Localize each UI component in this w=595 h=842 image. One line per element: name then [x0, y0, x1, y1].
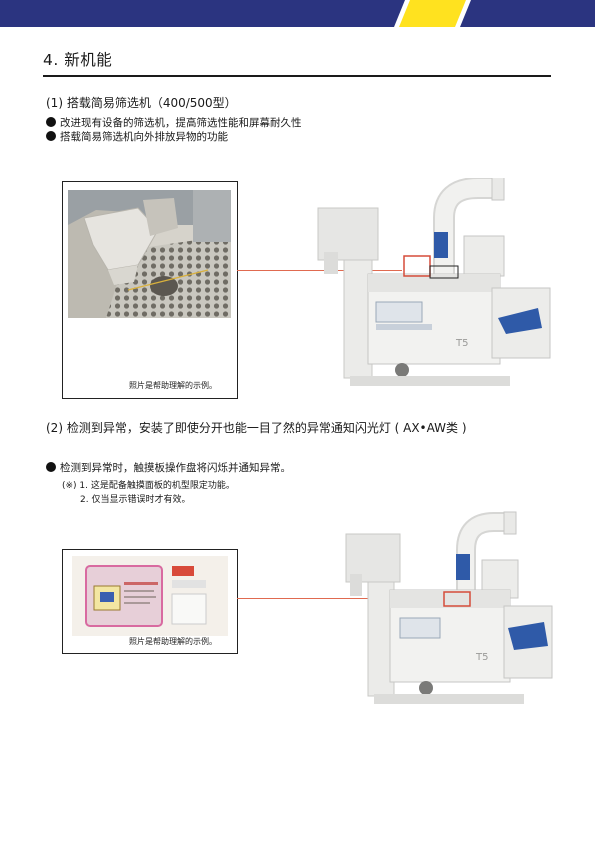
feature2-heading: (2) 检测到异常，安装了即使分开也能一目了然的异常通知闪光灯 ( AX•AW类…: [46, 421, 467, 435]
feature2-photo-caption: 照片是帮助理解的示例。: [129, 637, 217, 646]
feature2-leader-line: [237, 598, 445, 599]
feature2-note-1: (※) 1. 这是配备触摸面板的机型限定功能。: [62, 481, 235, 491]
feature1-photo-caption: 照片是帮助理解的示例。: [129, 381, 217, 390]
feature1-leader-line: [237, 270, 402, 271]
header-banner: [0, 0, 595, 27]
feature1-bullet-2: 搭载简易筛选机向外排放异物的功能: [46, 130, 228, 144]
touch-panel-photo: [72, 556, 228, 636]
feature1-bullet-1: 改进现有设备的筛选机，提高筛选性能和屏幕耐久性: [46, 116, 302, 130]
sieve-photo: [68, 190, 231, 318]
title-rule: [43, 75, 551, 77]
machine-2-model-label: T5: [475, 652, 488, 663]
machine-illustration-2: T5: [345, 511, 553, 704]
feature1-photo-frame: 照片是帮助理解的示例。: [62, 181, 238, 399]
feature2-note-2: 2. 仅当显示错误时才有效。: [80, 495, 191, 505]
machine-illustration-1: T5: [317, 178, 551, 386]
machine-1-model-label: T5: [455, 338, 468, 349]
feature1-heading: (1) 搭载简易筛选机（400/500型）: [46, 96, 237, 110]
feature2-bullet-1: 检测到异常时，触摸板操作盘将闪烁并通知异常。: [46, 461, 291, 475]
feature2-photo-frame: 照片是帮助理解的示例。: [62, 549, 238, 654]
section-title: 4. 新机能: [43, 51, 113, 69]
